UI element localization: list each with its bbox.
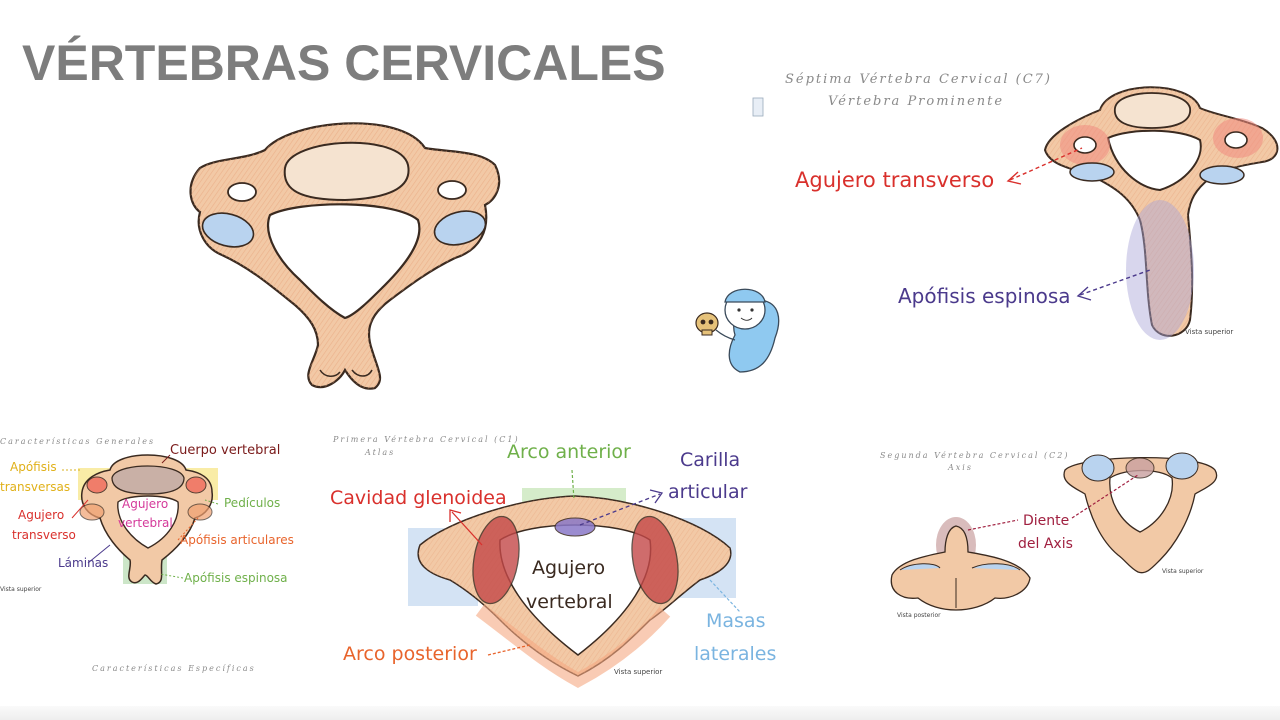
label-transverse-processes-2: transversas	[0, 480, 71, 494]
c2-label-dens-1: Diente	[1023, 513, 1070, 529]
c1-label-articular-facet-2: articular	[668, 481, 748, 503]
c2-view-superior: Vista superior	[1162, 568, 1204, 575]
c1-label-anterior-arch: Arco anterior	[507, 441, 631, 463]
c1-label-lateral-masses-2: laterales	[694, 643, 777, 665]
c1-atlas-vertebra	[408, 469, 741, 688]
c1-label-lateral-masses-1: Masas	[706, 610, 766, 632]
c1-label-vertebral-foramen-1: Agujero	[532, 557, 606, 579]
c7-label-spinous-process: Apófisis espinosa	[898, 284, 1071, 308]
label-vertebral-foramen-1: Agujero	[122, 497, 169, 511]
c2-axis-superior-view	[1063, 452, 1218, 574]
c1-label-vertebral-foramen-2: vertebral	[526, 591, 613, 613]
general-features-vertebra	[62, 454, 219, 585]
c1-label-posterior-arch: Arco posterior	[343, 643, 477, 665]
c2-axis-posterior-view	[890, 517, 1031, 611]
c1-view-label: Vista superior	[614, 668, 663, 676]
c7-view-label: Vista superior	[1185, 328, 1234, 336]
large-cervical-vertebra	[189, 122, 501, 390]
label-transverse-foramen-1: Agujero	[18, 508, 65, 522]
c1-label-articular-facet-1: Carilla	[680, 449, 741, 471]
general-view-label: Vista superior	[0, 586, 42, 593]
specific-heading: Características Específicas	[92, 664, 256, 673]
label-articular-processes: Apófisis articulares	[180, 533, 294, 547]
c1-heading-2: Atlas	[365, 448, 396, 457]
c2-view-posterior: Vista posterior	[897, 612, 941, 619]
label-spinous-process: Apófisis espinosa	[184, 571, 288, 585]
label-transverse-processes-1: Apófisis	[10, 460, 57, 474]
small-image-icon	[752, 97, 764, 117]
c7-label-transverse-foramen: Agujero transverso	[795, 168, 995, 192]
c2-heading-1: Segunda Vértebra Cervical (C2)	[880, 451, 1070, 460]
c2-heading-2: Axis	[948, 463, 973, 472]
label-vertebral-foramen-2: vertebral	[118, 516, 173, 530]
label-pedicles: Pedículos	[224, 496, 281, 510]
c7-vertebra	[1006, 86, 1279, 340]
c1-label-glenoid-cavity: Cavidad glenoidea	[330, 487, 507, 509]
c2-label-dens-2: del Axis	[1018, 536, 1073, 552]
label-vertebral-body: Cuerpo vertebral	[170, 443, 281, 458]
c7-heading-2: Vértebra Prominente	[828, 94, 1005, 109]
page-title: VÉRTEBRAS CERVICALES	[22, 35, 666, 91]
doctor-character-illustration	[695, 288, 780, 373]
c1-heading-1: Primera Vértebra Cervical (C1)	[333, 435, 520, 444]
label-transverse-foramen-2: transverso	[12, 528, 76, 542]
general-heading: Características Generales	[0, 437, 156, 446]
c7-heading-1: Séptima Vértebra Cervical (C7)	[785, 72, 1052, 87]
bottom-edge-bar	[0, 706, 1280, 720]
label-laminae: Láminas	[58, 556, 109, 570]
